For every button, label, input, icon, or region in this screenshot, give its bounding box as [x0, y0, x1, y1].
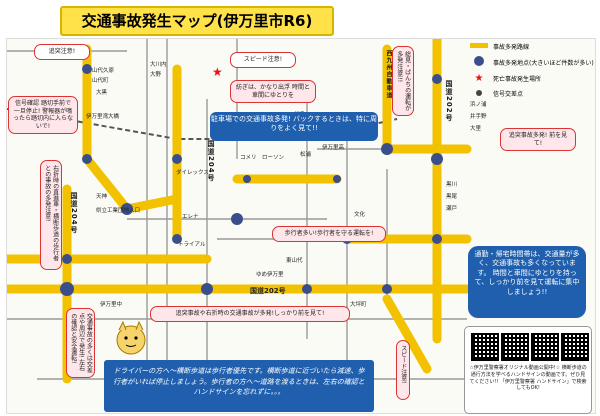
road-label-r202: 国道202号 [250, 287, 286, 295]
legend-item: 信号交差点 [470, 89, 594, 98]
place-label: 伊万里中 [100, 302, 123, 308]
accident-spots [60, 64, 443, 296]
road-label-r204-left: 国道204号 [70, 192, 78, 234]
qr-caption: ☆伊万里警察署オリジナル動画公開中!☆ 横断歩道の通行方法を学べるハンドサインの… [469, 365, 587, 392]
note-oudan: 追突事故や右折時の交通事故が多発!しっかり前を見て! [150, 306, 350, 322]
place-label: 山代町 [92, 78, 109, 84]
note-railway: 信号確認 踏切手前で一旦停止! 警報器が鳴ったら踏切内に入らないで! [8, 96, 78, 134]
place-label: トライアル [178, 242, 206, 248]
legend-label: 信号交差点 [493, 91, 524, 98]
place-label: エレナ [182, 214, 199, 220]
spot-icon [470, 56, 488, 68]
star-icon: ★ [474, 73, 484, 84]
place-label: ローソン [262, 155, 285, 161]
legend-label: 死亡事故発生場所 [493, 76, 542, 83]
note-commute: 通勤・帰宅時間帯は、交通量が多く、交通事故も多くなっています。 時間と車間にゆと… [468, 246, 586, 318]
note-tsuitotsu-right: 追突事故多発! 前を見て! [500, 128, 576, 151]
legend-item: 事故多発路線 [470, 42, 594, 51]
place-label: 瀬戸 [446, 206, 458, 212]
bottom-text: ドライバーの方へ～横断歩道は歩行者優先です。横断歩道に近づいたら減速、歩行者がい… [113, 367, 365, 396]
legend: 事故多発路線 事故多発地点(大きいほど件数が多い) ★ 死亡事故発生場所 信号交… [470, 42, 594, 122]
place-label: ゆめ伊万里 [256, 272, 284, 278]
place-label: 大川内 [150, 62, 167, 68]
note-sharyo: 総見・ばんちの運転が多発!注意!! [392, 46, 414, 116]
legend-item: ★ 死亡事故発生場所 [470, 73, 594, 84]
place-label: コメリ [240, 155, 257, 161]
note-speed-bottom: スピード注意! [396, 340, 410, 400]
note-hokosha: 歩行者多い!歩行者を守る運転を! [272, 226, 386, 242]
place-label: 大野 [150, 72, 162, 78]
road-label-r202-right: 国道202号 [445, 80, 453, 122]
place-label: 東山代 [286, 258, 303, 264]
qr-code[interactable] [471, 333, 499, 361]
note-speed: スピード注意! [230, 52, 296, 68]
place-label: 大黒 [96, 90, 108, 96]
note-bottom-left: 交通事故の多くは交差点や周辺で発生! 左右の確認と安全運転! [66, 308, 96, 378]
qr-code[interactable] [531, 333, 559, 361]
place-label: ダイレックス [176, 170, 209, 176]
place-label: 黒川 [446, 182, 458, 188]
star-icon: ★ [212, 65, 223, 79]
mascot-image [116, 320, 146, 355]
qr-code[interactable] [561, 333, 589, 361]
place-label: 大里 [470, 126, 482, 132]
place-label: 県立工業団地入口 [96, 208, 141, 214]
note-parking: 駐車場での交通事故多発! バックするときは、特に周りをよく見て!! [210, 112, 378, 141]
place-label: 黒尾 [446, 194, 458, 200]
place-label: 山代久原 [92, 68, 115, 74]
note-top: 紡ぎは、かなり出浮 時間と車間にゆとりを [230, 80, 316, 103]
qr-code[interactable] [501, 333, 529, 361]
place-label: 天神 [96, 194, 108, 200]
legend-item: 事故多発地点(大きいほど件数が多い) [470, 56, 594, 68]
place-label: 大坪町 [350, 302, 367, 308]
legend-label: 事故多発地点(大きいほど件数が多い) [493, 59, 594, 67]
place-label: 伊万里高 [322, 145, 345, 151]
place-label: 井手野 [470, 114, 487, 120]
legend-label: 事故多発路線 [493, 44, 530, 51]
road-swatch [470, 43, 488, 50]
bottom-message: ドライバーの方へ～横断歩道は歩行者優先です。横断歩道に近づいたら減速、歩行者がい… [104, 360, 374, 412]
signal-icon [470, 89, 488, 98]
page-title: 交通事故発生マップ(伊万里市R6) [60, 6, 334, 36]
qr-panel: ☆伊万里警察署オリジナル動画公開中!☆ 横断歩道の通行方法を学べるハンドサインの… [464, 326, 592, 414]
note-yokoo: 右折時の直進車・横断歩道の歩行者との事故の多発注意! [40, 160, 62, 270]
place-label: 浜ノ浦 [470, 102, 487, 108]
note-tsuitotsu: 追突注意! [34, 44, 90, 60]
road-label-kyushu: 西九州自動車道 [384, 50, 393, 99]
place-label: 文化 [354, 212, 366, 218]
place-label: 松浦 [300, 152, 312, 158]
road-label-r204: 国道204号 [207, 140, 215, 182]
place-label: 伊万里湾大橋 [86, 114, 120, 120]
